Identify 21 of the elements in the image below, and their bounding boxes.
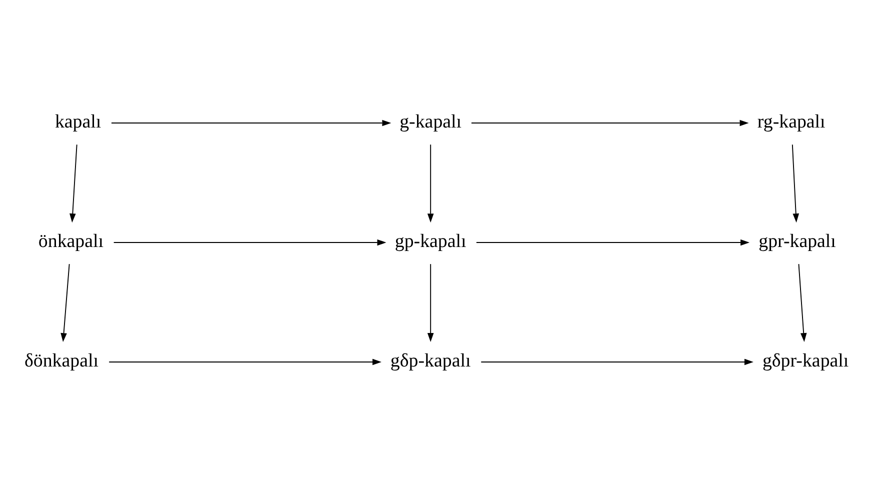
arrow	[427, 263, 434, 342]
node-text: gpr-kapalı	[758, 230, 836, 252]
node-text: kapalı	[54, 111, 102, 132]
node-text: önkapalı	[38, 230, 104, 252]
arrow	[113, 238, 386, 246]
node-text: gδpr-kapalı	[762, 350, 849, 371]
arrow	[427, 144, 434, 222]
node-text: rg-kapalı	[757, 111, 826, 132]
arrow	[108, 358, 382, 365]
node-text: δönkapalı	[24, 350, 99, 371]
arrow	[470, 119, 749, 126]
node-text: gp-kapalı	[394, 230, 466, 252]
arrow	[792, 144, 800, 222]
arrow	[111, 119, 392, 126]
arrow	[798, 263, 807, 342]
arrow	[480, 358, 754, 365]
arrow	[70, 144, 78, 222]
node-text: g-kapalı	[400, 111, 462, 132]
arrow	[60, 263, 70, 342]
arrow	[476, 238, 750, 246]
node-text: gδp-kapalı	[390, 350, 471, 371]
